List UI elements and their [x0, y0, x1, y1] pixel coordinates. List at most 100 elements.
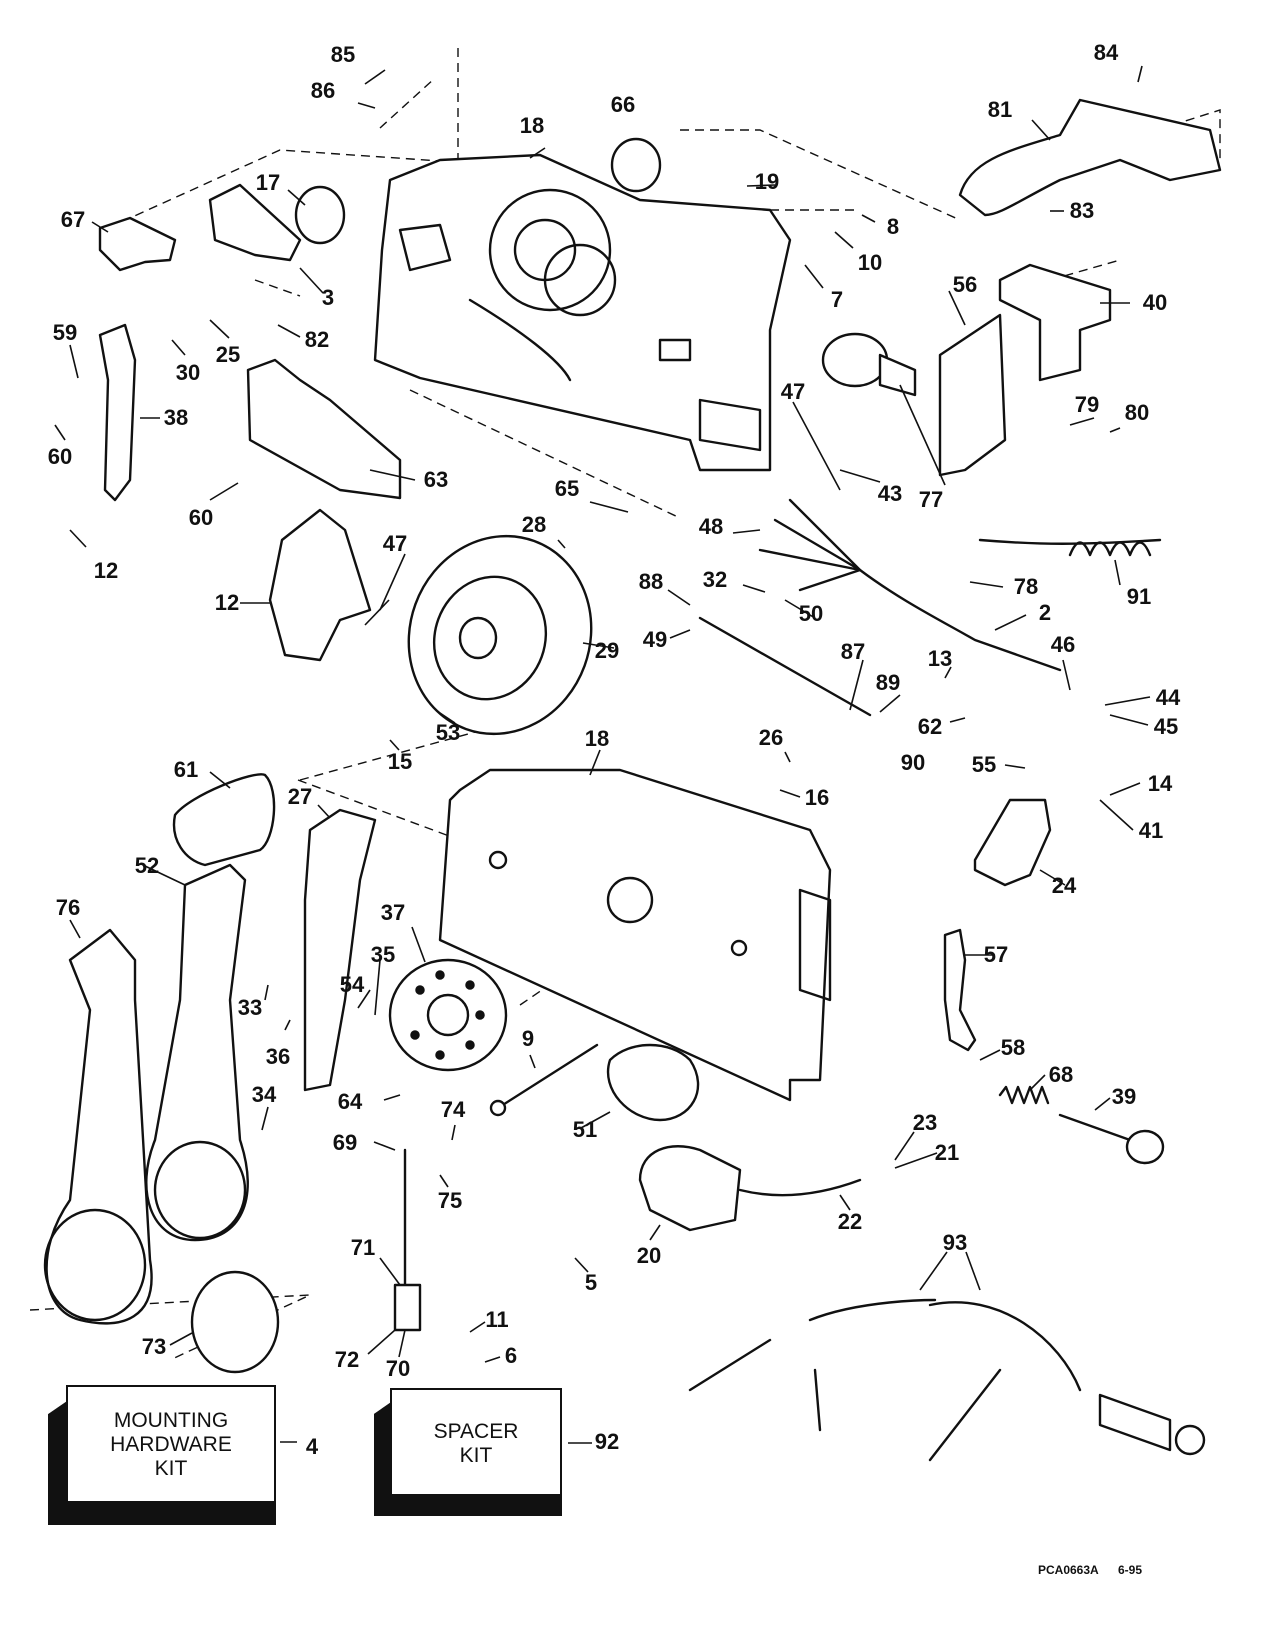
callout-label: 34: [251, 1082, 277, 1107]
cam-plate-part: [268, 508, 372, 662]
callout-label: 47: [382, 531, 408, 556]
callout-label: 83: [1069, 198, 1095, 223]
callout-label: 21: [934, 1140, 960, 1165]
callout-label: 3: [321, 285, 335, 310]
callout-label: 58: [1000, 1035, 1026, 1060]
kit-label-line: SPACER: [433, 1420, 519, 1443]
callout-label: 75: [437, 1188, 463, 1213]
callout-label: 36: [265, 1044, 291, 1069]
callout-label: 49: [642, 627, 668, 652]
callout-label: 76: [55, 895, 81, 920]
callout-label: 16: [804, 785, 830, 810]
callout-label: 20: [636, 1243, 662, 1268]
callout-label: 61: [173, 757, 199, 782]
callout-label: 55: [971, 752, 997, 777]
handle-pad-part: [172, 773, 276, 867]
callout-label: 22: [837, 1209, 863, 1234]
callout-label: 60: [188, 505, 214, 530]
callout-label: 84: [1093, 40, 1119, 65]
upper-housing-part: [373, 153, 792, 472]
callout-label: 89: [875, 670, 901, 695]
callout-label: 52: [134, 853, 160, 878]
callout-label: 56: [952, 272, 978, 297]
callout-label: 12: [93, 558, 119, 583]
callout-label: 87: [840, 639, 866, 664]
callout-label: 69: [332, 1130, 358, 1155]
callout-label: 17: [255, 170, 281, 195]
second-handle-part: [145, 863, 249, 1242]
spring-part: [998, 1085, 1050, 1105]
callout-label: 47: [780, 379, 806, 404]
throttle-handle-part: [958, 98, 1222, 217]
figure-date: 6-95: [1118, 1563, 1143, 1577]
callout-label: 88: [638, 569, 664, 594]
callout-label: 90: [900, 750, 926, 775]
callout-leader-lines: [54, 65, 1151, 1444]
callout-label: 25: [215, 342, 241, 367]
shift-lever-part: [973, 798, 1052, 887]
callout-label: 74: [440, 1097, 466, 1122]
callout-label: 8: [886, 214, 900, 239]
warning-horn-part: [638, 1145, 742, 1232]
neutral-lock-bracket-part: [998, 263, 1112, 382]
callout-label: 23: [912, 1110, 938, 1135]
callout-label: 19: [754, 169, 780, 194]
callout-label: 18: [519, 113, 545, 138]
callout-label: 41: [1138, 818, 1164, 843]
callout-label: 71: [350, 1235, 376, 1260]
callout-label: 6: [504, 1343, 518, 1368]
lever-arm-part: [98, 323, 137, 502]
callout-label: 72: [334, 1347, 360, 1372]
callout-label: 57: [983, 942, 1009, 967]
trim-cable-part: [698, 616, 872, 717]
callout-label: 38: [163, 405, 189, 430]
callout-label: 11: [485, 1307, 509, 1332]
callout-label: 28: [521, 512, 547, 537]
callout-label: 67: [60, 207, 86, 232]
callout-label: 35: [370, 942, 396, 967]
callout-label: 80: [1124, 400, 1150, 425]
disc-part: [190, 1270, 280, 1374]
callout-label: 82: [304, 327, 330, 352]
callout-label: 59: [52, 320, 78, 345]
callout-label: 65: [554, 476, 580, 501]
callout-label: 45: [1153, 714, 1179, 739]
callout-label: 73: [141, 1334, 167, 1359]
callout-label: 66: [610, 92, 636, 117]
callout-label: 63: [423, 467, 449, 492]
callout-label: 13: [927, 646, 953, 671]
callout-label: 18: [584, 726, 610, 751]
mounting-hardware-kit-box: MOUNTING HARDWARE KIT: [48, 1385, 276, 1525]
callout-label: 93: [942, 1230, 968, 1255]
callout-label: 7: [830, 287, 844, 312]
lower-cover-part: [438, 768, 832, 1102]
callout-label: 4: [305, 1434, 319, 1459]
callout-label: 81: [987, 97, 1013, 122]
callout-label: 54: [339, 972, 365, 997]
callout-label: 60: [47, 444, 73, 469]
callout-label: 10: [857, 250, 883, 275]
callout-label: 70: [385, 1356, 411, 1381]
detent-plate-part: [388, 958, 508, 1072]
callout-label: 79: [1074, 392, 1100, 417]
kit-label-line: KIT: [459, 1444, 493, 1467]
callout-label: 15: [387, 749, 413, 774]
cover-plate-part: [246, 358, 402, 500]
long-screw-part: [496, 1043, 599, 1110]
callout-label: 14: [1147, 771, 1173, 796]
callout-label: 85: [330, 42, 356, 67]
callout-label: 29: [594, 638, 620, 663]
callout-label: 86: [310, 78, 336, 103]
callout-label: 53: [435, 720, 461, 745]
figure-code: PCA0663A: [1038, 1563, 1099, 1577]
callout-label: 64: [337, 1089, 363, 1114]
ignition-switch-part: [821, 332, 917, 397]
callout-label: 78: [1013, 574, 1039, 599]
callout-label: 2: [1038, 600, 1052, 625]
callout-label: 46: [1050, 632, 1076, 657]
lever-part: [943, 928, 977, 1052]
callout-label: 26: [758, 725, 784, 750]
control-handle-part: [45, 928, 153, 1325]
